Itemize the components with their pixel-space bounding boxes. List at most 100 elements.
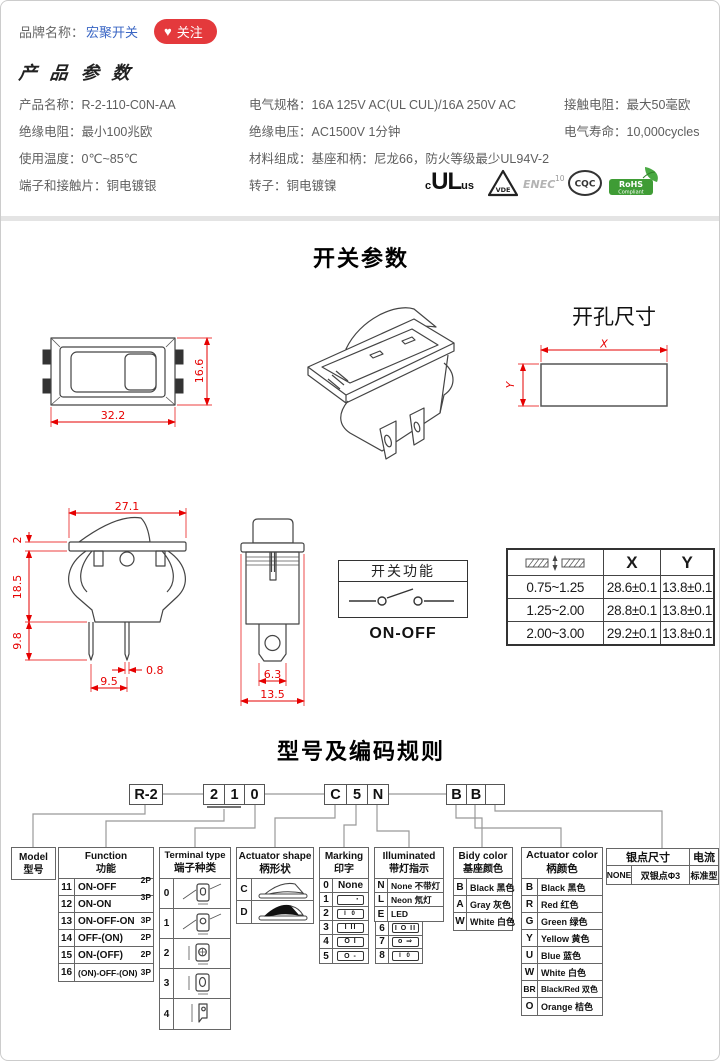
switch-side-view-drawing: 27.1 2 18.5 9.8 0.8 9.5: [11, 500, 187, 692]
spec-item: 接触电阻：最大50毫欧: [564, 98, 691, 112]
spec-item: 转子：铜电镀镍: [249, 179, 337, 193]
table-row: 0: [160, 879, 230, 909]
svg-text:CQC: CQC: [575, 180, 596, 190]
brand-label: 品牌名称：: [19, 25, 85, 40]
table-row: 7 o ⇒: [376, 935, 422, 949]
table-row: 2 I 0: [320, 907, 368, 921]
marking-7-icon: o ⇒: [392, 936, 419, 947]
table-header: Illuminated 带灯指示: [375, 848, 443, 879]
table-row: 4: [160, 999, 230, 1029]
svg-text:2: 2: [11, 537, 24, 544]
svg-text:RoHS: RoHS: [619, 180, 643, 189]
switch-circuit-symbol-icon: [349, 588, 454, 606]
table-row: U Blue 蓝色: [522, 947, 602, 964]
col-header-y: Y: [660, 550, 713, 575]
table-row: W White 白色: [522, 964, 602, 981]
table-row: E LED: [375, 907, 443, 921]
terminal-type-table: Terminal type 端子种类 0 1: [159, 847, 231, 1030]
svg-text:16.6: 16.6: [193, 359, 206, 384]
model-box: Model 型号: [11, 847, 56, 880]
function-table: Function 功能 11 ON-OFF 2P 12 ON-ON 3P 13 …: [58, 847, 154, 982]
spec-item: 电气寿命：10,000cycles: [564, 125, 700, 139]
svg-text:X: X: [599, 339, 608, 351]
svg-text:ENEC: ENEC: [523, 178, 555, 191]
terminal-type-3-icon: [174, 969, 230, 998]
svg-text:27.1: 27.1: [115, 500, 140, 513]
table-row: 4 O I: [320, 935, 368, 949]
code-box-digits: 2 1 0: [203, 784, 265, 805]
switch-function-box: 开关功能: [338, 560, 468, 618]
spec-item: 端子和接触片：铜电镀银: [19, 179, 157, 193]
table-row: 1: [160, 909, 230, 939]
table-header: Actuator color 柄颜色: [522, 848, 602, 879]
svg-text:9.8: 9.8: [11, 632, 24, 650]
spec-item: 电气规格：16A 125V AC(UL CUL)/16A 250V AC: [249, 98, 517, 112]
table-header: Actuator shape 柄形状: [237, 848, 313, 879]
table-row: D: [237, 901, 313, 923]
table-row: 6 I O II: [376, 922, 422, 936]
table-row: L Neon 氖灯: [375, 893, 443, 907]
marking-ext-table: 6 I O II 7 o ⇒ 8 I 0: [375, 921, 423, 964]
svg-text:9.5: 9.5: [100, 675, 118, 688]
table-header: Function 功能: [59, 848, 153, 879]
table-row: 15 ON-(OFF) 2P: [59, 947, 153, 964]
rohs-certification-icon: RoHS Compliant: [609, 167, 658, 196]
cqc-certification-icon: CQC: [568, 170, 602, 196]
svg-text:Compliant: Compliant: [618, 190, 644, 196]
table-row: 2: [160, 939, 230, 969]
body-color-table: Bidy color 基座颜色 B Black 黑色 A Gray 灰色 W W…: [453, 847, 515, 931]
actuator-shape-table: Actuator shape 柄形状 C D: [236, 847, 314, 924]
spec-item: 使用温度：0℃~85℃: [19, 152, 138, 166]
col-header-x: X: [602, 550, 661, 575]
table-row: NONE 双银点Φ3 标准型: [607, 866, 718, 884]
table-row: N None 不带灯: [375, 879, 443, 893]
table-row: 16 (ON)-OFF-(ON) 3P: [59, 964, 153, 981]
terminal-type-0-icon: [174, 879, 230, 908]
actuator-shape-d-icon: [252, 901, 313, 923]
table-row: 0 None: [320, 879, 368, 893]
spec-item: 绝缘电阻：最小100兆欧: [19, 125, 153, 139]
table-row: W White 白色: [454, 913, 515, 930]
table-row: BR Black/Red 双色: [522, 981, 602, 998]
table-row: Y Yellow 黄色: [522, 930, 602, 947]
table-row: 1 ·: [320, 893, 368, 907]
switch-top-view-drawing: 32.2 16.6: [42, 337, 212, 427]
marking-5-icon: O -: [337, 951, 364, 961]
table-row: 1.25~2.00 28.8±0.1 13.8±0.1: [508, 598, 713, 621]
table-row: B Black 黑色: [522, 879, 602, 896]
section-divider: [1, 216, 719, 221]
svg-text:10: 10: [555, 174, 564, 183]
panel-thickness-table: X Y 0.75~1.25 28.6±0.1 13.8±0.1 1.25~2.0…: [506, 548, 715, 646]
svg-text:6.3: 6.3: [264, 668, 282, 681]
actuator-shape-c-icon: [252, 879, 313, 900]
brand-row: 品牌名称： 宏聚开关 ♥ 关注: [19, 19, 217, 44]
code-box-model: R-2: [129, 784, 163, 805]
switch-function-title: 开关功能: [339, 561, 467, 582]
marking-3-icon: I II: [337, 922, 364, 933]
code-box-letters: C 5 N: [324, 784, 389, 805]
marking-8-icon: I 0: [392, 950, 419, 961]
svg-text:32.2: 32.2: [101, 409, 126, 422]
table-row: B Black 黑色: [454, 879, 515, 896]
table-row: 12 ON-ON 3P: [59, 892, 153, 913]
table-row: 8 I 0: [376, 949, 422, 963]
vde-certification-icon: VDE: [488, 169, 518, 197]
hole-size-title: 开孔尺寸: [572, 306, 656, 329]
follow-button[interactable]: ♥ 关注: [154, 19, 217, 44]
switch-params-title: 开关参数: [312, 246, 409, 271]
coding-rules-title: 型号及编码规则: [276, 739, 445, 764]
table-row: A Gray 灰色: [454, 896, 512, 913]
marking-2-icon: I 0: [337, 908, 364, 919]
marking-1-icon: ·: [337, 894, 364, 905]
spec-item: 产品名称：R-2-110-C0N-AA: [19, 98, 176, 112]
silver-point-table: 银点尺寸 电流 NONE 双银点Φ3 标准型: [606, 848, 719, 885]
actuator-color-table: Actuator color 柄颜色 B Black 黑色 R Red 红色 G…: [521, 847, 603, 1016]
table-header: Marking 印字: [320, 848, 368, 879]
terminal-type-1-icon: [174, 909, 230, 938]
heart-icon: ♥: [164, 24, 172, 39]
switch-function-label: ON-OFF: [369, 625, 437, 642]
table-row: R Red 红色: [522, 896, 602, 913]
brand-name-link[interactable]: 宏聚开关: [86, 25, 139, 40]
table-row: C: [237, 879, 313, 901]
